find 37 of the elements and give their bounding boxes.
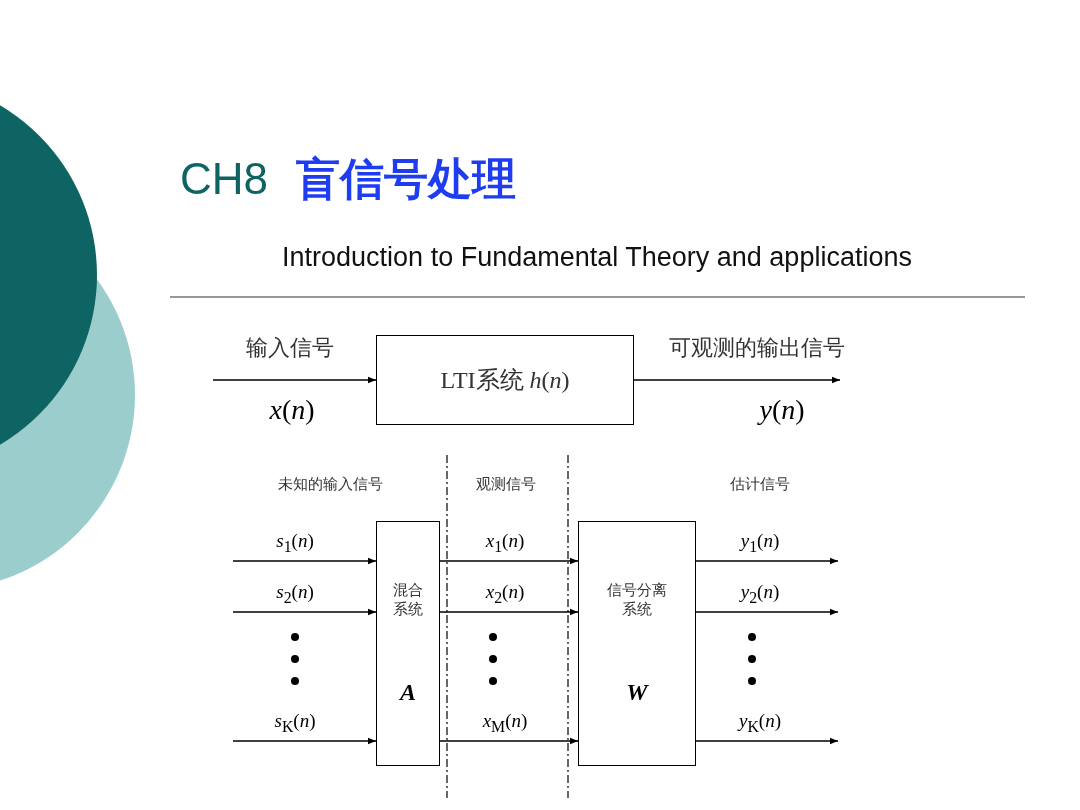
column-heading: 未知的输入信号 bbox=[277, 474, 383, 494]
signal-heading: 输入信号 bbox=[246, 334, 334, 362]
arrow bbox=[633, 376, 841, 384]
arrow bbox=[439, 737, 579, 745]
arrow bbox=[695, 557, 839, 565]
subtitle: Introduction to Fundamental Theory and applications bbox=[282, 241, 912, 273]
edge-label: s$_{1}$(n) bbox=[276, 530, 314, 556]
edge-label: x$_{2}$(n) bbox=[485, 581, 525, 607]
column-heading: 观测信号 bbox=[476, 474, 536, 494]
process-box bbox=[376, 335, 634, 425]
signal-heading: 可观测的输出信号 bbox=[669, 334, 845, 362]
column-heading: 估计信号 bbox=[730, 474, 790, 494]
edge-label: x$_{M}$(n) bbox=[482, 710, 528, 736]
mixing-system-box bbox=[376, 521, 440, 766]
arrow bbox=[695, 737, 839, 745]
edge-label: x$_{1}$(n) bbox=[485, 530, 525, 556]
arrow bbox=[439, 557, 579, 565]
arrow bbox=[232, 737, 377, 745]
separation-system-box bbox=[578, 521, 696, 766]
edge-label: y$_{1}$(n) bbox=[740, 530, 780, 556]
edge-label: y$_{2}$(n) bbox=[740, 581, 780, 607]
edge-label: s$_{2}$(n) bbox=[276, 581, 314, 607]
arrow bbox=[212, 376, 377, 384]
edge-label: y(n) bbox=[759, 394, 805, 426]
box-text: 混合系统 bbox=[392, 581, 424, 619]
title: CH8 盲信号处理 bbox=[180, 153, 517, 205]
arrow bbox=[232, 557, 377, 565]
arrow bbox=[439, 608, 579, 616]
box-text: 信号分离系统 bbox=[606, 581, 668, 619]
edge-label: s$_{K}$(n) bbox=[274, 710, 316, 736]
matrix-symbol: W bbox=[626, 679, 648, 706]
edge-label: y$_{K}$(n) bbox=[739, 710, 781, 736]
arrow bbox=[695, 608, 839, 616]
box-text: LTI系统 h(n) bbox=[440, 366, 570, 395]
edge-label: x(n) bbox=[269, 394, 315, 426]
arrow bbox=[232, 608, 377, 616]
matrix-symbol: A bbox=[400, 679, 416, 706]
